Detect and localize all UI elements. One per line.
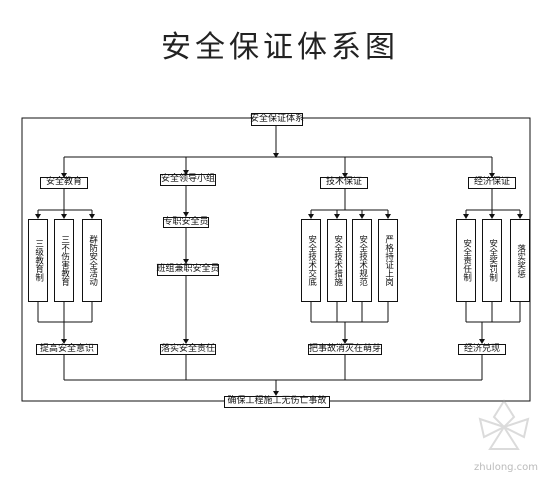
chain-safety-leadership-group: 安全领导小组 <box>160 174 216 186</box>
result-eliminate-accidents: 把事故消灭在萌芽 <box>308 343 382 355</box>
item-implement-rewards: 落实奖惩 <box>510 219 530 302</box>
diagram-title: 安全保证体系图 <box>161 30 399 65</box>
watermark-text: zhulong.com <box>474 462 539 473</box>
item-safety-responsibility-system: 安全责任制 <box>456 219 476 302</box>
watermark-logo-icon <box>478 399 530 450</box>
item-certified-work: 严格持证上岗 <box>378 219 398 302</box>
result-raise-awareness: 提高安全意识 <box>36 344 98 355</box>
item-technical-standards: 安全技术规范 <box>352 219 372 302</box>
result-implement-responsibility: 落实安全责任 <box>160 343 216 355</box>
item-reward-penalty-system: 安全奖罚制 <box>482 219 502 302</box>
item-technical-disclosure: 安全技术交底 <box>301 219 321 302</box>
result-economic-fulfillment: 经济兑现 <box>458 344 506 355</box>
item-three-no-harm-education: 三不伤害教育 <box>54 219 74 302</box>
branch-label-technical-guarantee: 技术保证 <box>320 177 368 189</box>
chain-team-part-time-officer: 班组兼职安全员 <box>156 264 220 276</box>
root-node: 安全保证体系 <box>250 113 304 126</box>
goal-node: 确保工程施工无伤亡事故 <box>224 396 330 408</box>
branch-label-safety-education: 安全教育 <box>40 177 88 189</box>
item-group-safety-activity: 群防安全活动 <box>82 219 102 302</box>
item-three-level-education: 三级教育制 <box>28 219 48 302</box>
chain-full-time-safety-officer: 专职安全员 <box>163 216 209 228</box>
branch-label-economic-guarantee: 经济保证 <box>468 177 516 189</box>
item-technical-measures: 安全技术措施 <box>327 219 347 302</box>
